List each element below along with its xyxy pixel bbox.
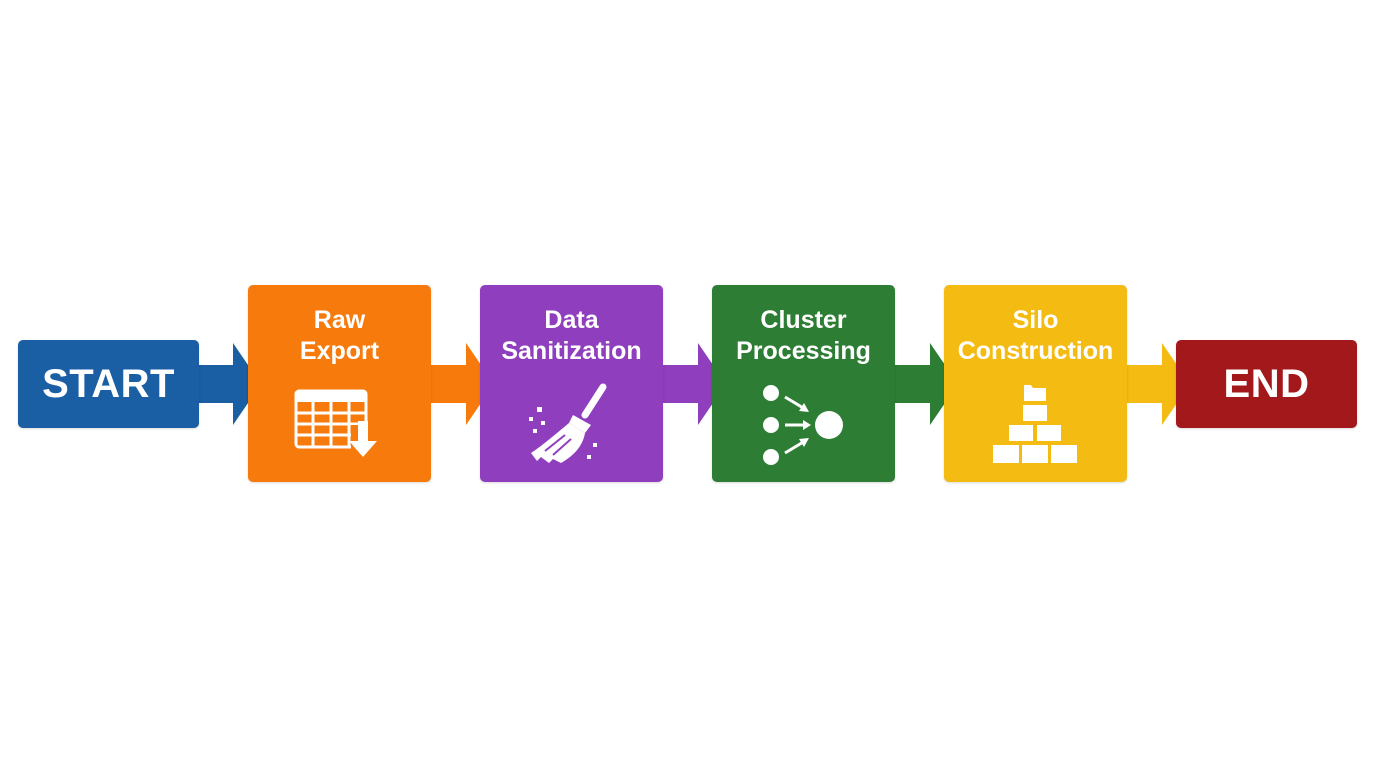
step-title: Data Sanitization: [480, 305, 663, 367]
step-title-line1: Raw: [313, 306, 366, 334]
step-raw-export: Raw Export: [248, 285, 431, 482]
step-title-line1: Silo: [1012, 306, 1059, 334]
step-title-line2: Construction: [957, 337, 1114, 365]
step-data-sanitization: Data Sanitization: [480, 285, 663, 482]
end-node: END: [1176, 340, 1357, 428]
flow-arrow-5: [1122, 343, 1190, 425]
step-title: Cluster Processing: [712, 305, 895, 367]
end-label: END: [1223, 361, 1310, 406]
flow-arrow-3: [658, 343, 726, 425]
flow-arrow-4: [890, 343, 958, 425]
step-title-line2: Sanitization: [501, 337, 642, 365]
step-title-line2: Processing: [736, 337, 871, 365]
start-node: START: [18, 340, 199, 428]
flow-arrow-2: [426, 343, 494, 425]
start-label: START: [42, 361, 175, 406]
step-title-line1: Data: [544, 306, 599, 334]
step-title-line1: Cluster: [760, 306, 847, 334]
broom-icon: [529, 383, 607, 463]
step-title: Raw Export: [248, 305, 431, 367]
cluster-nodes-icon: [763, 385, 843, 465]
flow-arrow-1: [193, 343, 261, 425]
stacked-blocks-icon: [993, 385, 1077, 463]
step-title-line2: Export: [299, 337, 380, 365]
step-title: Silo Construction: [944, 305, 1127, 367]
step-cluster-processing: Cluster Processing: [712, 285, 895, 482]
step-silo-construction: Silo Construction: [944, 285, 1127, 482]
spreadsheet-download-icon: [294, 389, 377, 457]
